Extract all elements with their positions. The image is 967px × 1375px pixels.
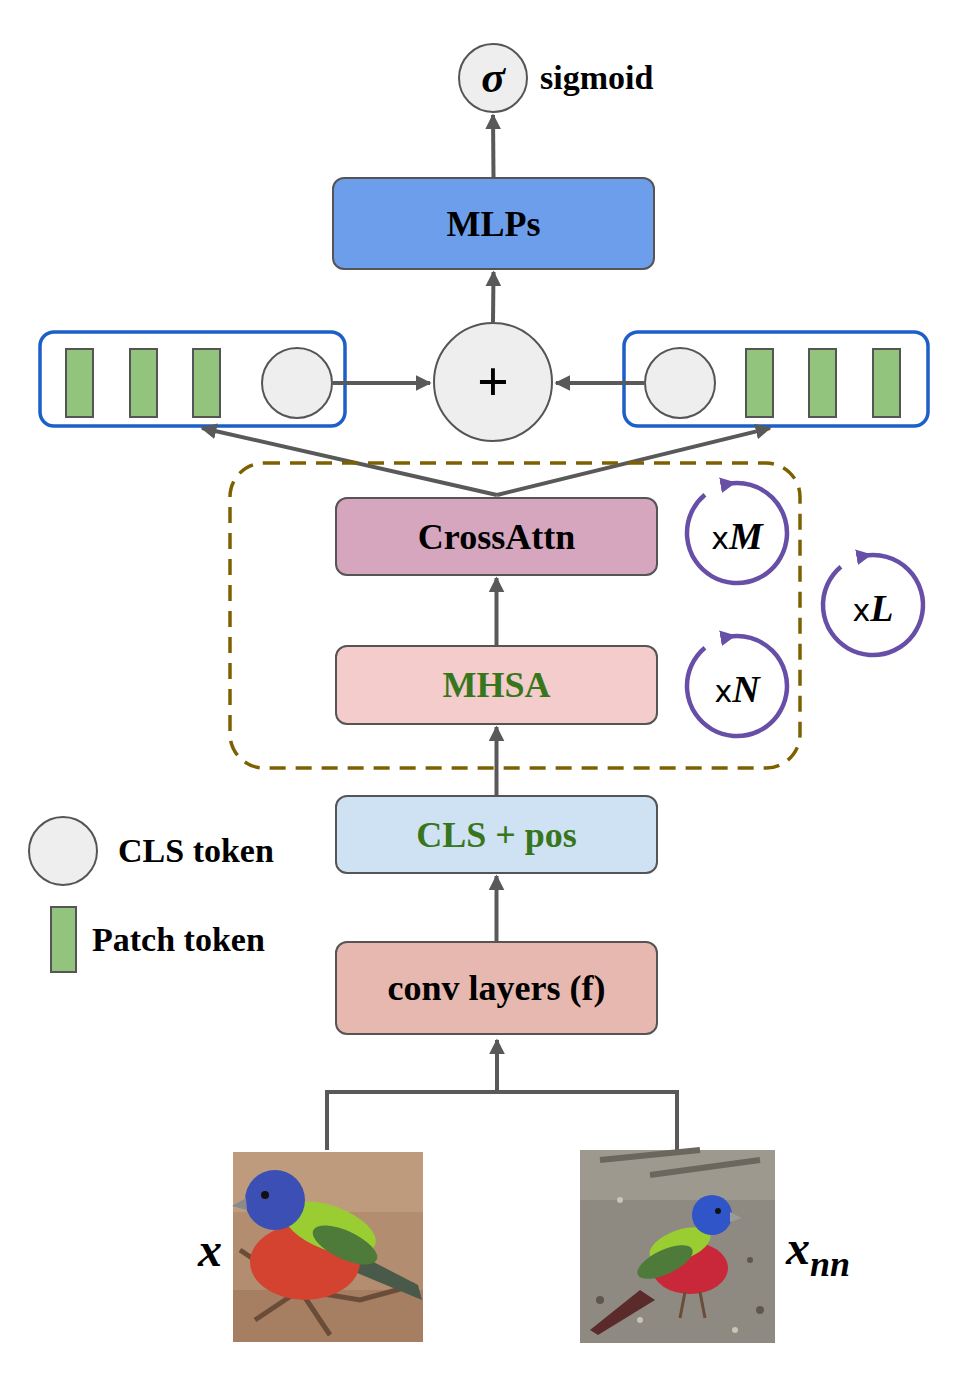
repeat-sign: x	[853, 596, 871, 626]
label-group: xL	[853, 589, 894, 627]
cls-arrow	[333, 381, 430, 385]
token-group	[624, 332, 928, 426]
input-name: x	[198, 1226, 222, 1274]
node-label: CLS + pos	[416, 817, 577, 853]
node-label: MLPs	[447, 206, 541, 242]
mhsa-box: MHSA	[335, 645, 658, 725]
mlp-box: MLPs	[332, 177, 655, 270]
sigmoid-node: σsigmoid	[458, 43, 528, 113]
repeat-count: L	[870, 589, 893, 627]
cross-attn-box: CrossAttn	[335, 497, 658, 576]
loop-symbol	[823, 555, 923, 655]
input-name: x	[786, 1224, 810, 1272]
loop-symbol	[687, 636, 787, 736]
node-label: CrossAttn	[418, 519, 575, 555]
cls-arrow	[556, 381, 644, 385]
node-caption: sigmoid	[540, 59, 653, 97]
legend-text: Patch token	[92, 923, 265, 957]
flow-arrow	[491, 272, 496, 322]
legend-text: CLS token	[118, 834, 274, 868]
legend-swatch	[28, 816, 98, 886]
flow-arrow	[495, 578, 499, 645]
input-arrow	[495, 1040, 499, 1092]
input-subscript: nn	[810, 1246, 850, 1282]
repeat-sign: x	[714, 677, 732, 707]
cls-pos-box: CLS + pos	[335, 795, 658, 874]
repeat-block	[230, 463, 800, 768]
repeat-count: M	[729, 517, 763, 555]
repeat-count: N	[732, 670, 759, 708]
bird-photo	[580, 1150, 775, 1343]
loop-symbol	[687, 483, 787, 583]
node-label: conv layers (f)	[388, 970, 606, 1006]
sum-circle: +	[433, 322, 553, 442]
legend-swatch	[50, 906, 77, 973]
label-group: x	[198, 1226, 222, 1274]
token-group	[40, 332, 345, 426]
conv-box: conv layers (f)	[335, 941, 658, 1035]
flow-arrow	[495, 727, 499, 795]
node-label: MHSA	[443, 667, 551, 703]
label-group: xM	[711, 517, 763, 555]
repeat-sign: x	[711, 524, 729, 554]
flow-arrow	[495, 876, 499, 941]
label-group: xnn	[786, 1224, 850, 1272]
label-group: xN	[714, 670, 759, 708]
node-label: +	[477, 354, 509, 410]
bird-photo	[232, 1152, 423, 1342]
node-label: σ	[481, 56, 505, 100]
input-line	[327, 1092, 677, 1150]
flow-arrow	[491, 115, 496, 177]
